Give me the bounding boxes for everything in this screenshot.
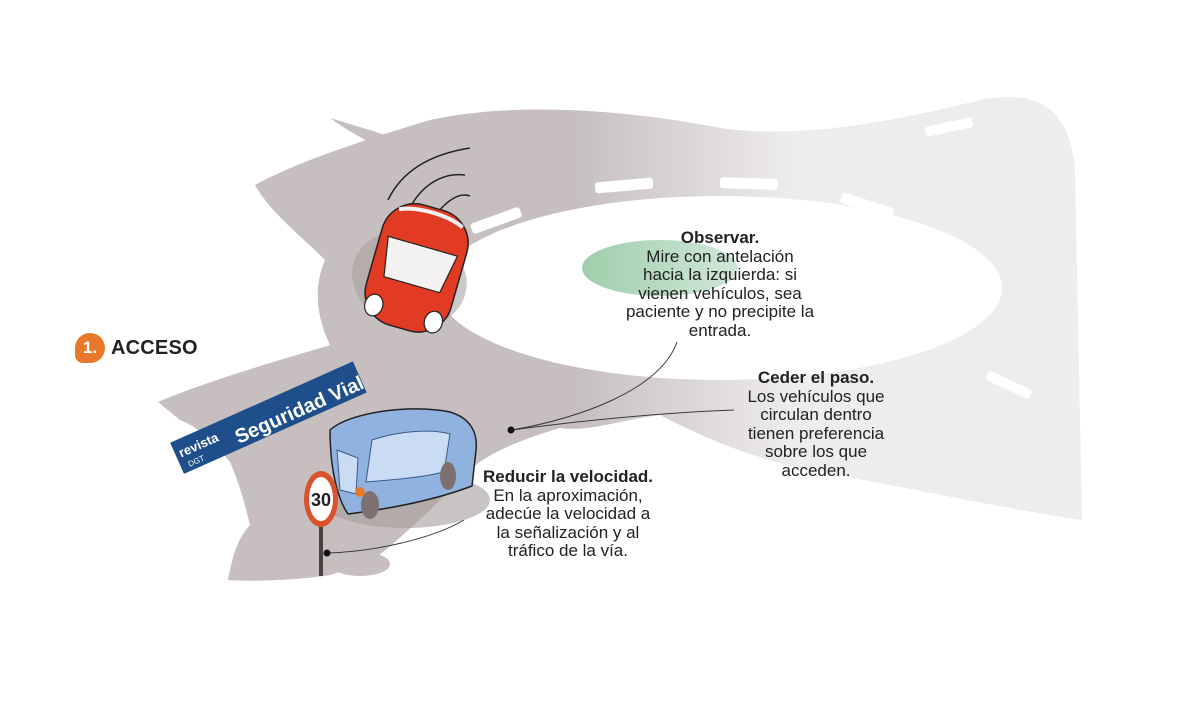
leader-lines bbox=[326, 341, 735, 554]
note-observar-title: Observar. bbox=[680, 228, 760, 247]
speed-limit-sign: 30 bbox=[304, 471, 390, 576]
leader-dot-sign bbox=[323, 549, 331, 557]
leader-dot-road bbox=[507, 426, 515, 434]
note-observar-body: Mire con antelación hacia la izquierda: … bbox=[625, 246, 815, 340]
blue-car bbox=[320, 408, 490, 528]
speed-limit-value: 30 bbox=[311, 490, 331, 510]
note-reducir-title: Reducir la velocidad. bbox=[482, 467, 654, 486]
step-title: ACCESO bbox=[111, 336, 198, 359]
note-reducir-body: En la aproximación, adecúe la velocidad … bbox=[485, 485, 651, 560]
note-ceder: Ceder el paso. Los vehículos que circula… bbox=[728, 368, 904, 480]
note-ceder-body: Los vehículos que circulan dentro tienen… bbox=[747, 386, 885, 480]
note-reducir: Reducir la velocidad. En la aproximación… bbox=[468, 467, 668, 561]
step-number-badge: 1. bbox=[75, 333, 105, 363]
note-observar: Observar. Mire con antelación hacia la i… bbox=[600, 228, 840, 340]
red-car bbox=[352, 202, 469, 334]
note-ceder-title: Ceder el paso. bbox=[757, 368, 875, 387]
step-heading: 1. ACCESO bbox=[75, 333, 198, 363]
